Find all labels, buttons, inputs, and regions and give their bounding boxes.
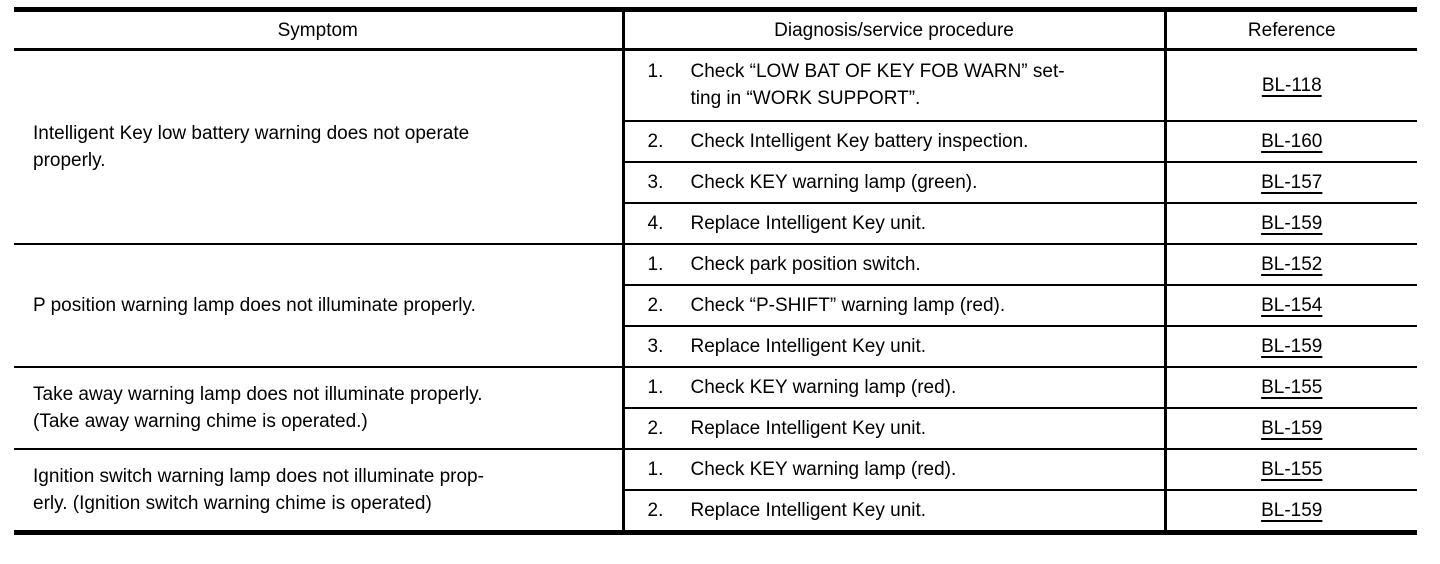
procedure-cell: 3. Check KEY warning lamp (green). <box>621 160 1167 203</box>
symptom-text: P position warning lamp does not illumin… <box>33 294 476 316</box>
reference-link[interactable]: BL-159 <box>1261 417 1323 439</box>
step-text: Check “LOW BAT OF KEY FOB WARN” set- tin… <box>690 61 1065 110</box>
table-row: 2. Check Intelligent Key battery inspect… <box>14 119 1417 162</box>
table-row: Take away warning lamp does not illumina… <box>14 365 1417 449</box>
step-text: Replace Intelligent Key unit. <box>690 335 927 357</box>
reference-link[interactable]: BL-155 <box>1261 376 1323 398</box>
procedure-cell: 2. Replace Intelligent Key unit. <box>621 406 1167 449</box>
table-row: Intelligent Key low battery warning does… <box>14 48 1417 244</box>
reference-cell: BL-159 <box>1165 488 1417 532</box>
step-number: 3. <box>647 335 664 357</box>
symptom-cell-low-battery: Intelligent Key low battery warning does… <box>14 48 623 244</box>
reference-cell: BL-152 <box>1165 242 1417 285</box>
table-row: 2. Check “P-SHIFT” warning lamp (red). B… <box>14 283 1417 326</box>
table-row: 3. Check KEY warning lamp (green). BL-15… <box>14 160 1417 203</box>
symptom-text: Intelligent Key low battery warning does… <box>33 122 470 171</box>
reference-cell: BL-155 <box>1165 447 1417 490</box>
table-row: Ignition switch warning lamp does not il… <box>14 447 1417 532</box>
header-procedure: Diagnosis/service procedure <box>621 9 1167 51</box>
reference-cell: BL-159 <box>1165 201 1417 244</box>
step-text: Check KEY warning lamp (red). <box>690 458 957 480</box>
header-row: Symptom Diagnosis/service procedure Refe… <box>14 9 1417 51</box>
procedure-cell: 2. Check “P-SHIFT” warning lamp (red). <box>621 283 1167 326</box>
reference-link[interactable]: BL-159 <box>1261 499 1323 521</box>
step-number: 1. <box>647 376 664 398</box>
step-number: 3. <box>647 171 664 193</box>
step-number: 2. <box>647 294 664 316</box>
table-row: 4. Replace Intelligent Key unit. BL-159 <box>14 201 1417 244</box>
reference-link[interactable]: BL-154 <box>1261 294 1323 316</box>
procedure-cell: 1. Check park position switch. <box>621 242 1167 285</box>
step-text: Check Intelligent Key battery inspection… <box>690 130 1029 152</box>
table-row: 2. Replace Intelligent Key unit. BL-159 <box>14 488 1417 532</box>
procedure-cell: 1. Check KEY warning lamp (red). <box>621 447 1167 490</box>
reference-link[interactable]: BL-157 <box>1261 171 1323 193</box>
header-reference: Reference <box>1165 9 1417 51</box>
step-number: 4. <box>647 212 664 234</box>
table-row: 3. Replace Intelligent Key unit. BL-159 <box>14 324 1417 367</box>
symptom-cell-p-position: P position warning lamp does not illumin… <box>14 242 623 367</box>
table-row: 2. Replace Intelligent Key unit. BL-159 <box>14 406 1417 449</box>
step-text: Check “P-SHIFT” warning lamp (red). <box>690 294 1006 316</box>
procedure-cell: 1. Check “LOW BAT OF KEY FOB WARN” set- … <box>621 48 1167 121</box>
reference-cell: BL-155 <box>1165 365 1417 408</box>
reference-cell: BL-157 <box>1165 160 1417 203</box>
step-number: 2. <box>647 499 664 521</box>
step-number: 2. <box>647 417 664 439</box>
reference-cell: BL-160 <box>1165 119 1417 162</box>
step-text: Check KEY warning lamp (red). <box>690 376 957 398</box>
reference-cell: BL-159 <box>1165 406 1417 449</box>
step-number: 1. <box>647 61 664 83</box>
step-number: 1. <box>647 253 664 275</box>
procedure-cell: 2. Check Intelligent Key battery inspect… <box>621 119 1167 162</box>
symptom-text: Take away warning lamp does not illumina… <box>33 383 483 432</box>
reference-link[interactable]: BL-160 <box>1261 130 1323 152</box>
step-text: Replace Intelligent Key unit. <box>690 499 927 521</box>
step-text: Check KEY warning lamp (green). <box>690 171 978 193</box>
procedure-cell: 4. Replace Intelligent Key unit. <box>621 201 1167 244</box>
reference-cell: BL-159 <box>1165 324 1417 367</box>
step-number: 2. <box>647 130 664 152</box>
procedure-cell: 2. Replace Intelligent Key unit. <box>621 488 1167 532</box>
reference-link[interactable]: BL-118 <box>1261 74 1322 96</box>
reference-cell: BL-118 <box>1165 48 1417 121</box>
reference-link[interactable]: BL-152 <box>1261 253 1323 275</box>
step-text: Replace Intelligent Key unit. <box>690 417 927 439</box>
reference-link[interactable]: BL-159 <box>1261 212 1323 234</box>
symptom-cell-ignition-switch: Ignition switch warning lamp does not il… <box>14 447 623 532</box>
reference-link[interactable]: BL-155 <box>1261 458 1323 480</box>
step-text: Replace Intelligent Key unit. <box>690 212 927 234</box>
diagnosis-table: Symptom Diagnosis/service procedure Refe… <box>14 7 1417 535</box>
procedure-cell: 1. Check KEY warning lamp (red). <box>621 365 1167 408</box>
table-header: Symptom Diagnosis/service procedure Refe… <box>14 9 1417 51</box>
symptom-cell-take-away: Take away warning lamp does not illumina… <box>14 365 623 449</box>
reference-link[interactable]: BL-159 <box>1261 335 1323 357</box>
reference-cell: BL-154 <box>1165 283 1417 326</box>
header-symptom: Symptom <box>14 9 623 51</box>
step-text: Check park position switch. <box>690 253 921 275</box>
procedure-cell: 3. Replace Intelligent Key unit. <box>621 324 1167 367</box>
step-number: 1. <box>647 458 664 480</box>
table-row: P position warning lamp does not illumin… <box>14 242 1417 367</box>
symptom-text: Ignition switch warning lamp does not il… <box>33 465 484 514</box>
